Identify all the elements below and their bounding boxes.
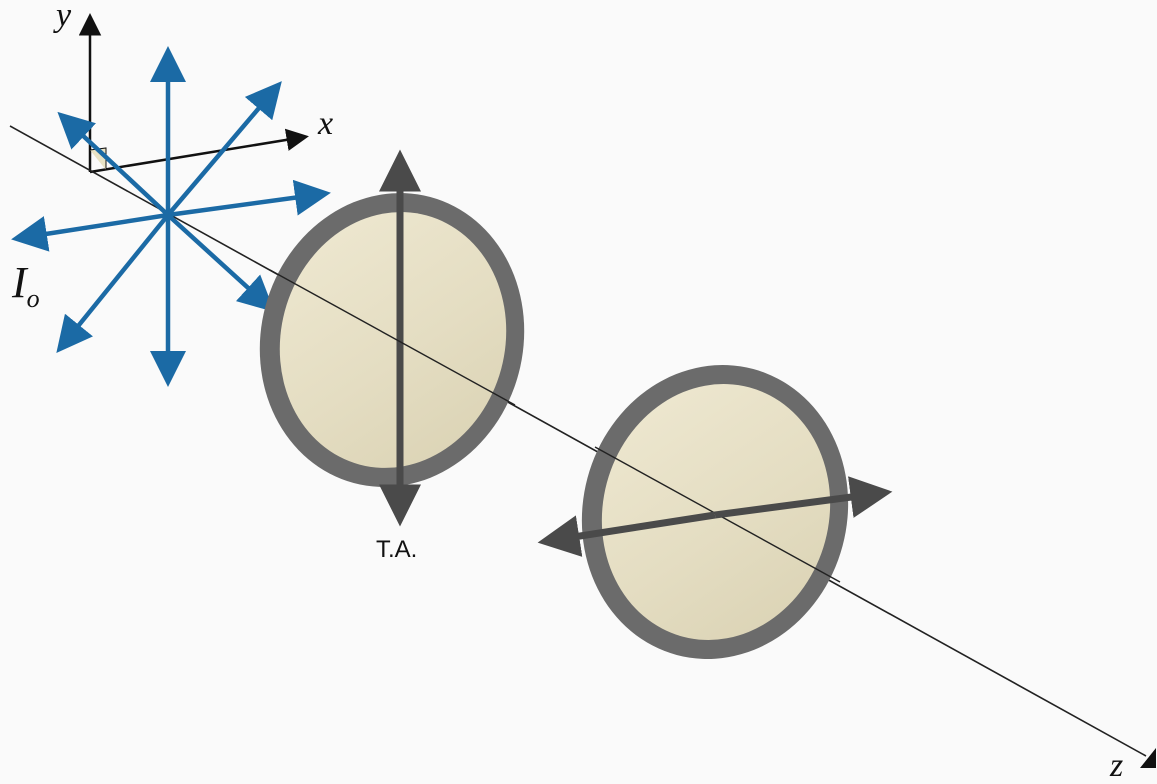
e-field-arrow-down-left	[56, 213, 170, 353]
e-field-arrow-down-right	[166, 213, 275, 313]
unpolarized-light-vectors	[11, 46, 331, 387]
e-field-arrow-up-left	[57, 111, 170, 217]
coordinate-axes: y x	[53, 0, 333, 174]
intensity-label: Io	[11, 258, 40, 313]
e-field-arrow-left	[11, 212, 169, 252]
polarizer-2-transmission-axis-left	[537, 511, 716, 557]
polarizer-2-transmission-axis-right	[714, 476, 893, 519]
polarizer-1-face	[279, 212, 507, 468]
z-axis-label: z	[1109, 747, 1123, 784]
e-field-arrow-right	[167, 179, 331, 218]
x-axis-arrow	[89, 128, 309, 174]
polarizer-1: T.A.	[259, 149, 525, 563]
z-axis-line	[9, 125, 1147, 757]
transmission-axis-label: T.A.	[376, 536, 417, 563]
intensity-label-main: I	[11, 258, 29, 307]
y-axis-label: y	[53, 0, 72, 34]
polarizer-2	[537, 365, 893, 659]
intensity-label-subscript: o	[27, 284, 40, 313]
e-field-arrow-up-right	[166, 81, 282, 217]
z-axis-arrowhead	[1140, 748, 1156, 768]
x-axis-label: x	[317, 105, 333, 142]
z-axis-through-polarizer-1	[269, 269, 516, 406]
